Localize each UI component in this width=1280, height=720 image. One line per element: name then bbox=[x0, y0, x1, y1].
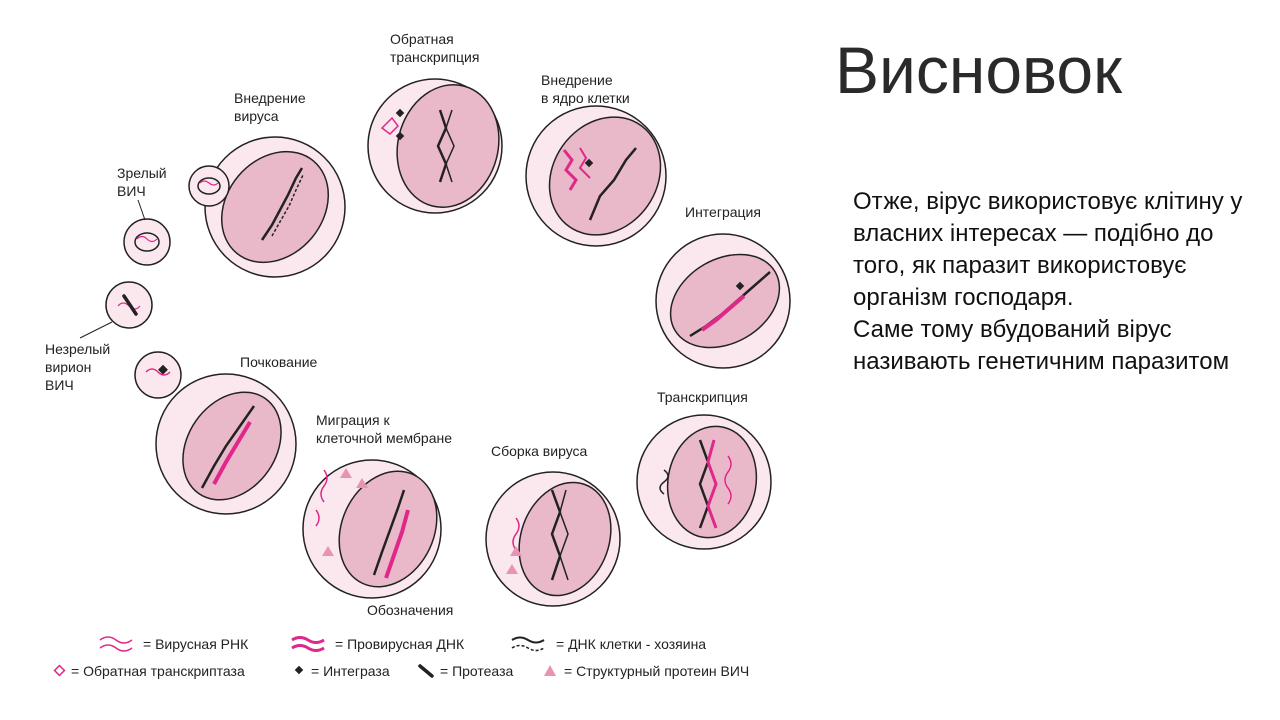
cell-transcription bbox=[636, 414, 772, 550]
cell-reverse-transcription bbox=[367, 78, 503, 214]
label-reverse-transcription: Обратная транскрипция bbox=[390, 31, 479, 65]
legend-reverse-transcriptase: = Обратная транскриптаза bbox=[71, 663, 245, 679]
slide-title: Висновок bbox=[835, 33, 1122, 107]
cell-migration bbox=[302, 459, 442, 599]
label-nucleus-entry: Внедрение в ядро клетки bbox=[541, 72, 630, 106]
legend-swatch-proviral-dna bbox=[291, 636, 325, 644]
legend-host-dna: = ДНК клетки - хозяина bbox=[556, 636, 706, 652]
virion-immature bbox=[105, 281, 153, 329]
cell-budding bbox=[134, 351, 297, 515]
label-virus-entry: Внедрение вируса bbox=[234, 90, 310, 124]
cell-virus-entry bbox=[204, 136, 346, 278]
virion-mature-top bbox=[188, 165, 230, 207]
legend-swatch-host-dna bbox=[511, 636, 545, 644]
label-immature-virion: Незрелый вирион ВИЧ bbox=[45, 341, 114, 393]
label-transcription: Транскрипция bbox=[657, 389, 748, 405]
label-assembly: Сборка вируса bbox=[491, 443, 588, 459]
legend: Обозначения = Вирусная РНК = Провирусная… bbox=[53, 602, 749, 679]
legend-swatch-protease bbox=[418, 664, 434, 678]
legend-integrase: = Интеграза bbox=[311, 663, 390, 679]
hiv-lifecycle-diagram: Внедрение вируса Обратная транскрипция В… bbox=[45, 31, 791, 679]
legend-protease: = Протеаза bbox=[440, 663, 513, 679]
virion-mature bbox=[123, 218, 171, 266]
cell-assembly bbox=[485, 471, 621, 607]
conclusion-paragraph-1: Отже, вірус використовує клітину у власн… bbox=[853, 188, 1243, 311]
legend-structural-protein: = Структурный протеин ВИЧ bbox=[564, 663, 749, 679]
cell-nucleus-entry bbox=[525, 105, 667, 247]
legend-title: Обозначения bbox=[367, 602, 453, 618]
legend-swatch-viral-rna bbox=[99, 636, 133, 644]
legend-swatch-structural-protein bbox=[544, 665, 556, 676]
conclusion-text: Отже, вірус використовує клітину у власн… bbox=[853, 186, 1263, 378]
label-migration: Миграция к клеточной мембране bbox=[316, 412, 452, 446]
cell-integration bbox=[655, 233, 791, 369]
legend-swatch-reverse-transcriptase bbox=[53, 664, 66, 677]
legend-viral-rna: = Вирусная РНК bbox=[143, 636, 249, 652]
conclusion-paragraph-2: Саме тому вбудований вірус називають ген… bbox=[853, 316, 1230, 375]
legend-proviral-dna: = Провирусная ДНК bbox=[335, 636, 465, 652]
label-budding: Почкование bbox=[240, 354, 318, 370]
legend-swatch-integrase bbox=[294, 665, 304, 675]
label-integration: Интеграция bbox=[685, 204, 761, 220]
label-mature-hiv: Зрелый ВИЧ bbox=[117, 165, 171, 199]
